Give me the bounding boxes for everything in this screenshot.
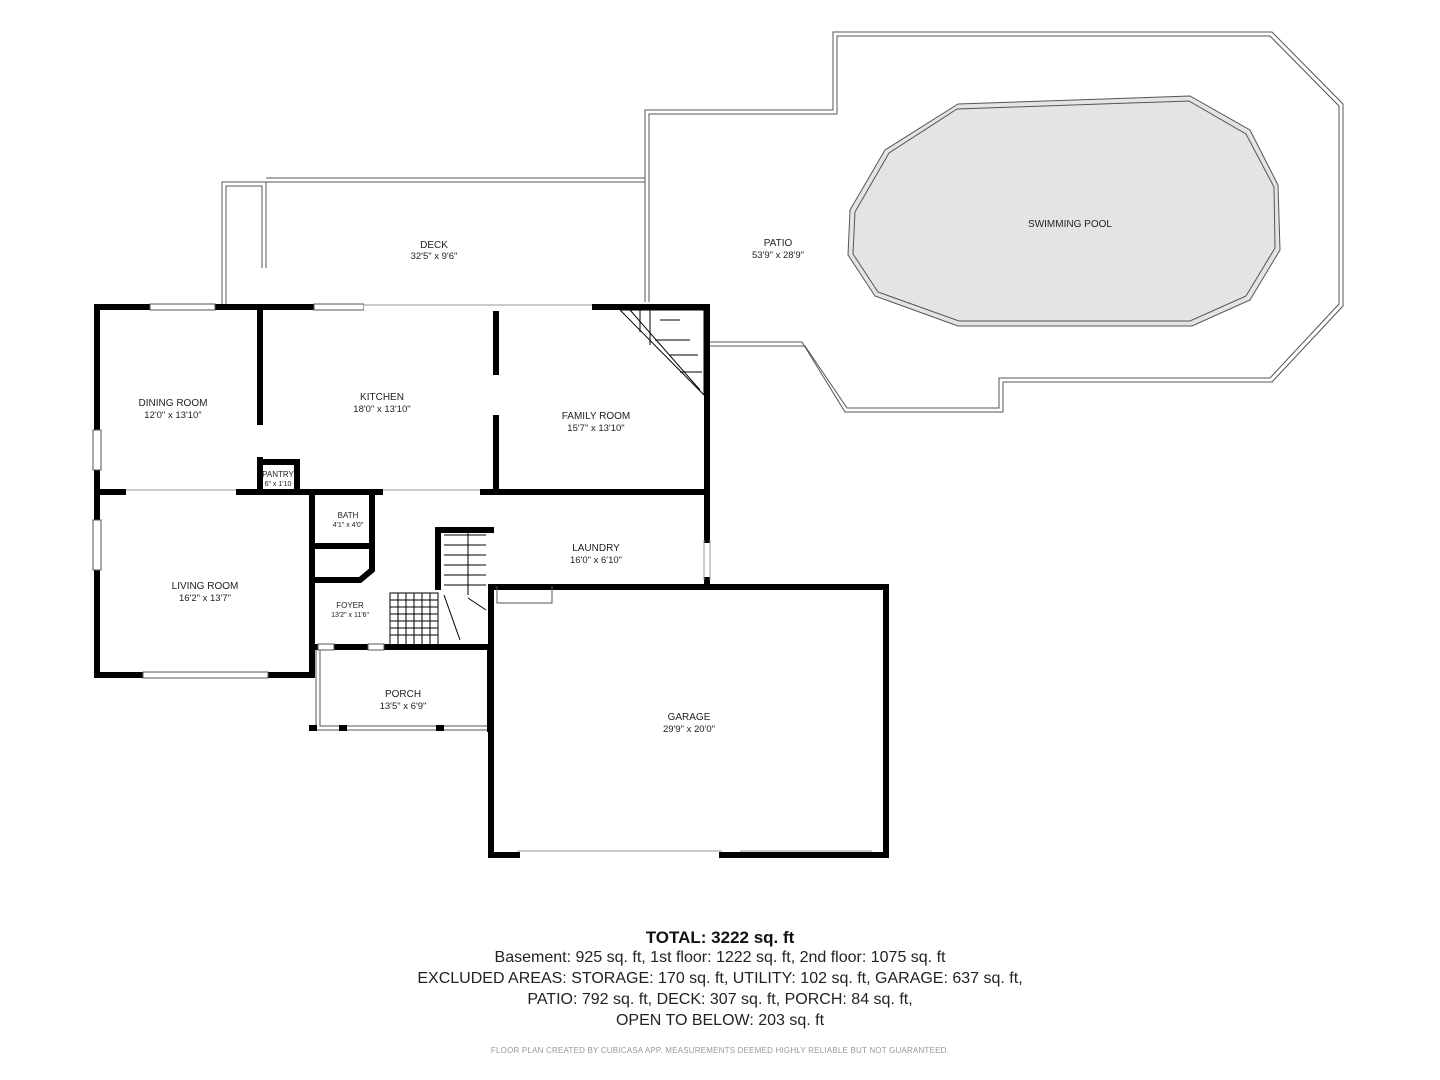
patio-dims: 53'9" x 28'9" — [752, 250, 804, 261]
kitchen-dims: 18'0" x 13'10" — [353, 404, 410, 415]
disclaimer: FLOOR PLAN CREATED BY CUBICASA APP. MEAS… — [490, 1046, 950, 1055]
porch-posts — [309, 650, 493, 732]
deck-label: DECK — [420, 240, 448, 251]
bath-label: BATH — [338, 511, 359, 520]
dining-room-dims: 12'0" x 13'10" — [144, 410, 201, 421]
openings — [126, 303, 592, 496]
stairs-family-room — [618, 309, 705, 397]
laundry-label: LAUNDRY — [572, 543, 620, 554]
living-room-dims: 16'2" x 13'7" — [179, 593, 231, 604]
laundry-dims: 16'0" x 6'10" — [570, 555, 622, 566]
bath-dims: 4'1" x 4'0" — [333, 522, 364, 529]
family-room-label: FAMILY ROOM — [562, 411, 631, 422]
foyer-label: FOYER — [336, 601, 364, 610]
deck-outline — [221, 177, 645, 304]
swimming-pool-edge — [852, 100, 1276, 322]
excluded-areas-line-1: EXCLUDED AREAS: STORAGE: 170 sq. ft, UTI… — [417, 970, 1023, 987]
porch-dims: 13'5" x 6'9" — [380, 701, 427, 712]
pantry-dims: 6" x 1'10 — [265, 481, 292, 488]
total-area: TOTAL: 3222 sq. ft — [645, 928, 795, 947]
excluded-areas-line-2: PATIO: 792 sq. ft, DECK: 307 sq. ft, POR… — [527, 991, 913, 1008]
deck-dims: 32'5" x 9'6" — [411, 251, 458, 262]
laundry-step — [496, 586, 553, 604]
excluded-areas-line-3: OPEN TO BELOW: 203 sq. ft — [615, 1012, 825, 1029]
living-room-label: LIVING ROOM — [172, 581, 239, 592]
dining-room-label: DINING ROOM — [139, 398, 208, 409]
floor-areas: Basement: 925 sq. ft, 1st floor: 1222 sq… — [494, 949, 946, 966]
patio-label: PATIO — [764, 238, 793, 249]
patio-outline — [644, 31, 1344, 413]
family-room-dims: 15'7" x 13'10" — [567, 423, 624, 434]
opening-lines — [126, 304, 872, 852]
porch-label: PORCH — [385, 689, 421, 700]
kitchen-label: KITCHEN — [360, 392, 404, 403]
pool-label: SWIMMING POOL — [1028, 219, 1112, 230]
stairs-foyer — [389, 533, 487, 646]
foyer-dims: 13'2" x 11'6" — [331, 612, 369, 619]
garage-dims: 29'9" x 20'0" — [663, 724, 715, 735]
garage-label: GARAGE — [668, 712, 711, 723]
swimming-pool — [847, 95, 1281, 327]
pantry-label: PANTRY — [262, 470, 294, 479]
